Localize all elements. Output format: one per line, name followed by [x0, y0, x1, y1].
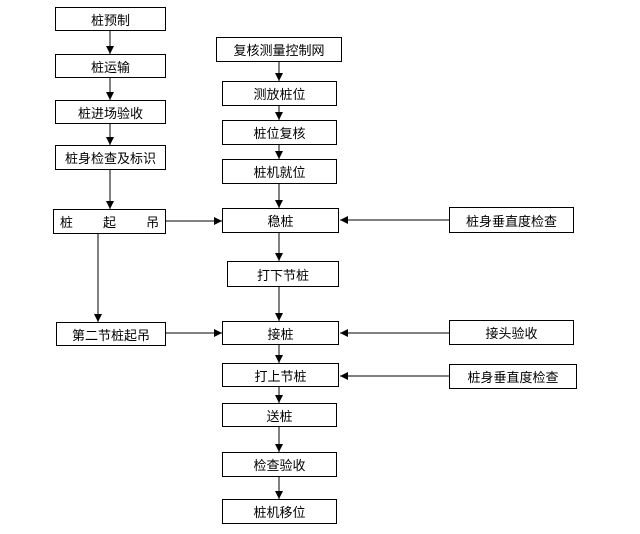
box-joint-acceptance: 接头验收 — [449, 320, 574, 345]
box-drive-lower-pile: 打下节桩 — [227, 261, 339, 287]
box-verticality-check-2: 桩身垂直度检查 — [449, 364, 577, 389]
box-follower-pile: 送桩 — [222, 403, 337, 427]
box-survey-control-recheck: 复核测量控制网 — [216, 37, 342, 62]
box-verticality-check-1: 桩身垂直度检查 — [449, 207, 574, 233]
box-pile-position-recheck: 桩位复核 — [222, 120, 337, 145]
box-second-pile-lift: 第二节桩起吊 — [56, 322, 166, 346]
box-pile-machine-in-position: 桩机就位 — [222, 159, 337, 184]
box-pile-machine-relocate: 桩机移位 — [222, 499, 337, 524]
box-pile-acceptance: 桩进场验收 — [55, 100, 166, 124]
box-pile-transport: 桩运输 — [55, 54, 166, 78]
box-drive-upper-pile: 打上节桩 — [222, 363, 339, 387]
box-inspection-acceptance: 检查验收 — [222, 452, 337, 477]
box-pile-inspection-marking: 桩身检查及标识 — [55, 145, 166, 170]
box-stake-out-pile-position: 测放桩位 — [222, 81, 337, 106]
box-splice-pile: 接桩 — [222, 321, 339, 345]
box-pile-lift: 桩 起 吊 — [53, 209, 166, 234]
box-pile-precast: 桩预制 — [55, 7, 166, 31]
box-stabilize-pile: 稳桩 — [222, 208, 339, 233]
